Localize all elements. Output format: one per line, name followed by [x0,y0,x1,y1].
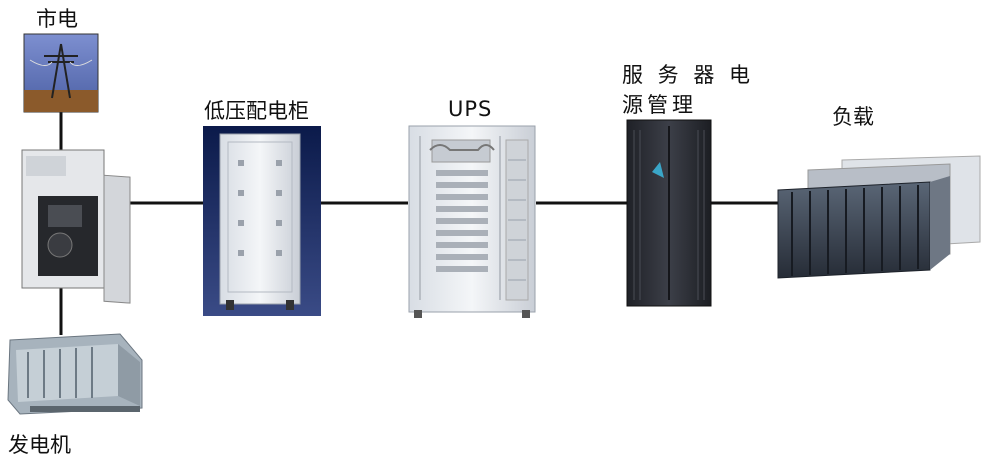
lv-cabinet-icon [203,126,321,316]
load-label: 负载 [832,105,874,129]
server-power-management-label: 服 务 器 电 源管理 [622,60,754,120]
server-power-management-label-line1: 服 务 器 电 [622,63,755,87]
ups-icon [408,125,536,318]
ups-label: UPS [448,97,493,121]
server-power-management-icon [626,119,712,307]
lv-cabinet-label: 低压配电柜 [204,99,309,123]
generator-icon [7,333,143,415]
city-power-label: 市电 [36,7,78,31]
city-power-icon [23,33,99,113]
transfer-switch-icon [21,149,131,304]
load-server-icon [777,155,981,279]
generator-label: 发电机 [8,433,71,457]
server-power-management-label-line2: 源管理 [622,93,697,117]
